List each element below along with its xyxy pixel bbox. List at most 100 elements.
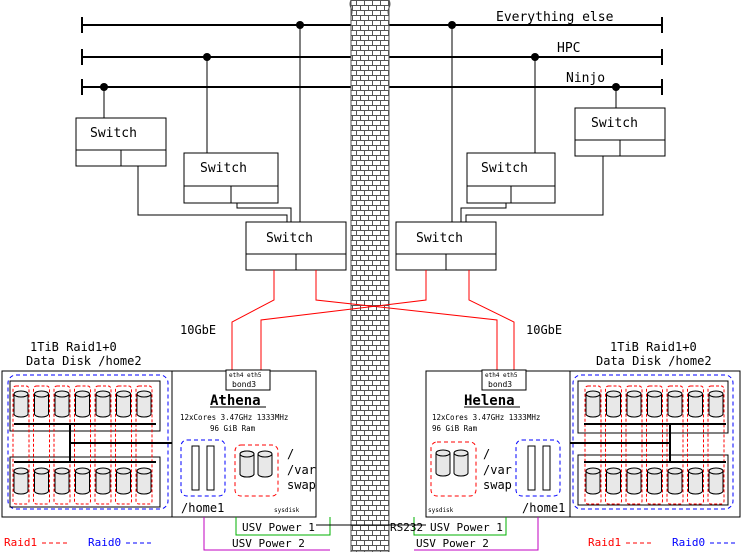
- disk-icon: [453, 449, 469, 477]
- network-label-ninjo: Ninjo: [566, 71, 605, 86]
- athena-bond: bond3: [232, 380, 256, 389]
- disk-icon: [54, 467, 70, 495]
- storage-right-size: 1TiB Raid1+0: [610, 340, 697, 354]
- switch-cascade-links: [137, 156, 604, 222]
- legend-raid1-right: Raid1: [588, 536, 621, 549]
- switch-label: Switch: [200, 161, 247, 176]
- rs232-label: RS232: [390, 521, 423, 534]
- helena-vol-root: /: [483, 447, 490, 461]
- raid1-mirror-outline: [115, 385, 132, 505]
- switch-label: Switch: [266, 231, 313, 246]
- disk-icon: [626, 467, 642, 495]
- disk-icon: [708, 467, 724, 495]
- disk-icon: [95, 467, 111, 495]
- raid1-mirror-outline: [135, 385, 153, 505]
- athena-vol-root: /: [287, 447, 294, 461]
- helena-sysdisk: sysdisk: [428, 507, 454, 514]
- switch-label: Switch: [416, 231, 463, 246]
- disk-icon: [626, 390, 642, 418]
- brick-wall: [349, 0, 391, 552]
- bus-junction-dots: [100, 21, 620, 91]
- raid1-mirror-outline: [12, 385, 30, 505]
- network-label-everything-else: Everything else: [496, 10, 614, 25]
- disk-icon: [116, 467, 131, 495]
- helena-bond: bond3: [488, 380, 512, 389]
- disk-icon: [585, 467, 601, 495]
- disk-icon: [136, 390, 152, 418]
- disk-icon: [75, 467, 90, 495]
- helena-home1: /home1: [522, 501, 565, 515]
- disk-icon: [34, 390, 49, 418]
- helena-vol-swap: swap: [483, 478, 512, 492]
- link-label-left-10gbe: 10GbE: [180, 323, 216, 337]
- usv1-left: USV Power 1: [242, 521, 315, 534]
- disk-icon: [34, 467, 49, 495]
- power-lines: [203, 517, 539, 551]
- athena-vol-var: /var: [287, 463, 316, 477]
- athena-ram: 96 GiB Ram: [210, 424, 256, 433]
- helena-name: Helena: [464, 393, 515, 409]
- switch-label: Switch: [481, 161, 528, 176]
- disk-icon: [667, 390, 683, 418]
- raid1-mirror-outline: [646, 385, 663, 505]
- disk-icon: [585, 390, 601, 418]
- disk-icon: [647, 390, 662, 418]
- disk-icon: [257, 450, 273, 478]
- disk-icon: [435, 449, 451, 477]
- disk-icon: [708, 390, 724, 418]
- usv2-right: USV Power 2: [416, 537, 489, 550]
- disk-icon: [116, 390, 131, 418]
- disk-icon: [606, 390, 621, 418]
- raid1-mirror-outline: [584, 385, 602, 505]
- switch-label: Switch: [90, 126, 137, 141]
- raid1-mirror-outline: [605, 385, 622, 505]
- athena-home1: /home1: [181, 501, 224, 515]
- raid1-mirror-outline: [74, 385, 91, 505]
- switch-right-ninjo: Switch: [574, 107, 666, 157]
- switch-right-core: Switch: [395, 221, 497, 271]
- helena-ram: 96 GiB Ram: [432, 424, 478, 433]
- switch-right-hpc: Switch: [466, 152, 556, 204]
- server-helena: eth4 eth5 bond3 Helena 12xCores 3.47GHz …: [425, 369, 571, 518]
- disk-icon: [75, 390, 90, 418]
- switch-left-ninjo: Switch: [75, 117, 167, 167]
- disk-icon: [95, 390, 111, 418]
- athena-name: Athena: [210, 393, 261, 409]
- raid1-mirror-outline: [687, 385, 704, 505]
- disk-icon: [667, 467, 683, 495]
- legend-raid0-left: Raid0: [88, 536, 121, 549]
- raid1-mirror-outline: [707, 385, 725, 505]
- usv2-left: USV Power 2: [232, 537, 305, 550]
- helena-vol-var: /var: [483, 463, 512, 477]
- legend-raid1-left: Raid1: [4, 536, 37, 549]
- switch-label: Switch: [591, 116, 638, 131]
- network-label-hpc: HPC: [557, 41, 580, 56]
- storage-right-mount: Data Disk /home2: [596, 354, 712, 368]
- storage-left-mount: Data Disk /home2: [26, 354, 142, 368]
- athena-sysdisk: sysdisk: [274, 507, 300, 514]
- athena-vol-swap: swap: [287, 478, 316, 492]
- switch-left-core: Switch: [245, 221, 347, 271]
- switch-uplinks: [103, 25, 617, 222]
- disk-icon: [647, 467, 662, 495]
- disk-icon: [688, 390, 703, 418]
- disk-icon: [136, 467, 152, 495]
- switch-left-hpc: Switch: [183, 152, 279, 204]
- raid1-mirror-outline: [33, 385, 50, 505]
- disk-icon: [239, 450, 255, 478]
- legend-left: Raid1 Raid0: [4, 536, 154, 549]
- helena-cpu: 12xCores 3.47GHz 1333MHz: [432, 413, 540, 422]
- helena-ports: eth4 eth5: [485, 372, 518, 379]
- legend-raid0-right: Raid0: [672, 536, 705, 549]
- disk-icon: [13, 390, 29, 418]
- legend-right: Raid1 Raid0: [588, 536, 738, 549]
- raid1-mirror-outline: [666, 385, 684, 505]
- storage-array-left: [1, 370, 173, 518]
- bus-end-ticks: [81, 17, 663, 95]
- usv1-right: USV Power 1: [430, 521, 503, 534]
- athena-ports: eth4 eth5: [229, 372, 262, 379]
- raid1-mirror-outline: [94, 385, 112, 505]
- raid1-mirror-outline: [625, 385, 643, 505]
- server-athena: eth4 eth5 bond3 Athena 12xCores 3.47GHz …: [171, 369, 317, 518]
